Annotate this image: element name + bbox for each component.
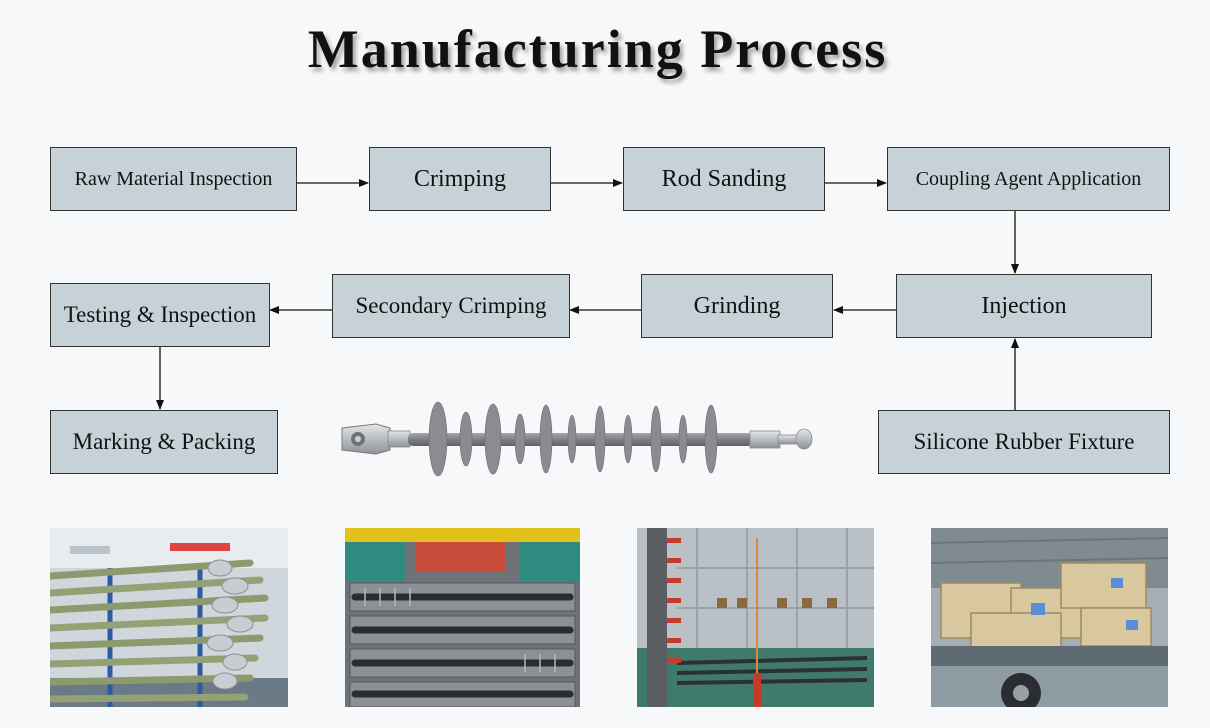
photo-packed-crates	[931, 528, 1168, 707]
page-title: Manufacturing Process	[307, 19, 888, 79]
step-label: Silicone Rubber Fixture	[913, 429, 1135, 454]
step-secondary-crimping: Secondary Crimping	[332, 274, 570, 338]
step-rod-sanding: Rod Sanding	[623, 147, 825, 211]
step-raw-material-inspection: Raw Material Inspection	[50, 147, 297, 211]
step-crimping: Crimping	[369, 147, 551, 211]
photo-injection-mold	[345, 528, 580, 707]
step-silicone-rubber-fixture: Silicone Rubber Fixture	[878, 410, 1170, 474]
step-coupling-agent-application: Coupling Agent Application	[887, 147, 1170, 211]
step-injection: Injection	[896, 274, 1152, 338]
insulator-image	[341, 401, 813, 477]
step-grinding: Grinding	[641, 274, 833, 338]
step-marking-packing: Marking & Packing	[50, 410, 278, 474]
step-label: Coupling Agent Application	[915, 167, 1142, 190]
step-label: Injection	[981, 292, 1067, 319]
step-testing-inspection: Testing & Inspection	[50, 283, 270, 347]
step-label: Raw Material Inspection	[74, 167, 273, 190]
step-label: Rod Sanding	[661, 165, 787, 192]
step-label: Grinding	[693, 292, 781, 319]
step-label: Marking & Packing	[72, 429, 256, 454]
step-label: Secondary Crimping	[355, 293, 547, 318]
step-label: Crimping	[413, 165, 506, 192]
step-label: Testing & Inspection	[63, 302, 257, 327]
photo-testing-hall	[637, 528, 874, 707]
photo-insulator-rack	[50, 528, 288, 707]
